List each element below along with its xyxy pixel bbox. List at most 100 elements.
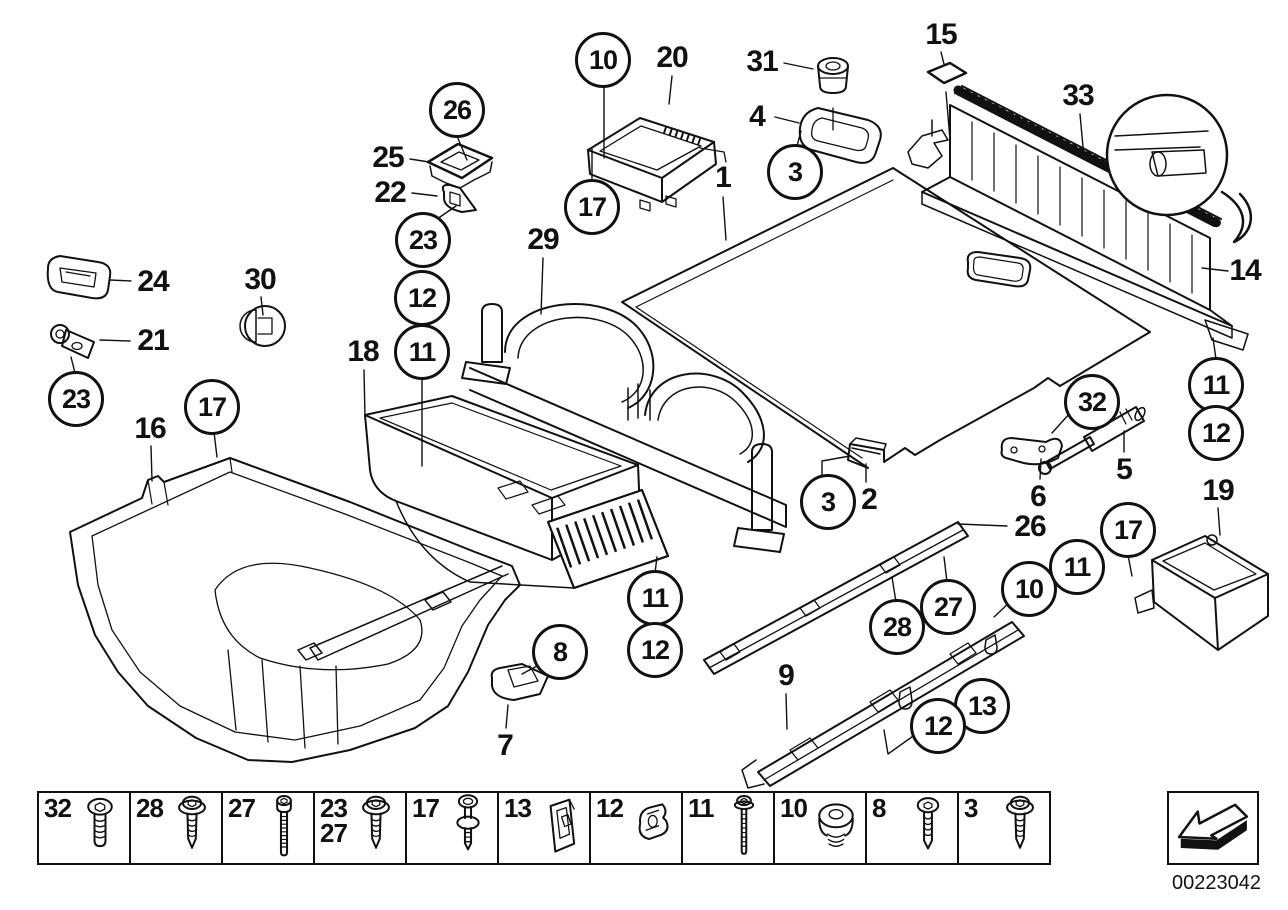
callout-circled-32[interactable]: 32 xyxy=(1064,374,1120,430)
grommet-plug-icon xyxy=(809,795,863,861)
torx-pan-screw-icon xyxy=(73,795,127,861)
part-19-tray-art xyxy=(1135,535,1268,650)
part-15-pad-art xyxy=(928,63,966,83)
legend-cell-label: 17 xyxy=(412,793,440,823)
callout-circled-23[interactable]: 23 xyxy=(395,212,451,268)
part-30-grommet-art xyxy=(240,306,285,346)
edge-clip-icon xyxy=(533,795,587,861)
magnifier-detail xyxy=(1107,95,1251,242)
callout-circled-17[interactable]: 17 xyxy=(184,379,240,435)
callout-circled-11[interactable]: 11 xyxy=(627,570,683,626)
legend-cell-32[interactable]: 32 xyxy=(37,791,131,865)
callout-circled-27[interactable]: 27 xyxy=(920,579,976,635)
legend-cell-label: 32 xyxy=(44,793,72,823)
legend-cell-13[interactable]: 13 xyxy=(497,791,591,865)
legend-cell-label: 27 xyxy=(228,793,256,823)
spring-nut-clip-icon xyxy=(625,795,679,861)
callout-22[interactable]: 22 xyxy=(374,176,406,209)
part-29-cupholder-art xyxy=(462,304,786,552)
part-20-tray-art xyxy=(588,118,726,211)
callout-circled-28[interactable]: 28 xyxy=(869,599,925,655)
callout-circled-26[interactable]: 26 xyxy=(429,82,485,138)
callout-1[interactable]: 1 xyxy=(715,161,732,194)
callout-30[interactable]: 30 xyxy=(244,263,276,296)
callout-circled-17[interactable]: 17 xyxy=(564,179,620,235)
callout-4[interactable]: 4 xyxy=(749,100,766,133)
doc-number: 00223042 xyxy=(1172,872,1261,894)
legend-cell-label: 11 xyxy=(688,793,714,823)
part-18-storage-tray-art xyxy=(365,396,668,588)
legend-cell-label: 8 xyxy=(872,793,887,823)
callout-circled-12[interactable]: 12 xyxy=(1188,405,1244,461)
legend-cell-10[interactable]: 10 xyxy=(773,791,867,865)
callout-15[interactable]: 15 xyxy=(925,18,957,51)
torx-screw-medium-icon xyxy=(901,795,955,861)
legend-cell-28[interactable]: 28 xyxy=(129,791,223,865)
callout-24[interactable]: 24 xyxy=(137,265,169,298)
legend-cell-label: 3 xyxy=(964,793,979,823)
callout-circled-12[interactable]: 12 xyxy=(910,698,966,754)
callout-circled-17[interactable]: 17 xyxy=(1100,502,1156,558)
callout-20[interactable]: 20 xyxy=(656,41,688,74)
callout-19[interactable]: 19 xyxy=(1202,474,1234,507)
callout-circled-11[interactable]: 11 xyxy=(1188,357,1244,413)
callout-16[interactable]: 16 xyxy=(134,412,166,445)
socket-head-bolt-icon xyxy=(257,795,311,861)
callout-circled-3[interactable]: 3 xyxy=(800,474,856,530)
callout-circled-13[interactable]: 13 xyxy=(954,678,1010,734)
callout-circled-8[interactable]: 8 xyxy=(532,624,588,680)
part-25-grommet-art xyxy=(428,144,492,188)
part-9-rail-art xyxy=(742,622,1024,788)
part-7-clip-art xyxy=(492,664,548,700)
legend-cell-12[interactable]: 12 xyxy=(589,791,683,865)
callout-circled-11[interactable]: 11 xyxy=(1049,539,1105,595)
washer-torx-screw-icon xyxy=(993,795,1047,861)
callout-circled-10[interactable]: 10 xyxy=(575,32,631,88)
callout-circled-3[interactable]: 3 xyxy=(767,144,823,200)
callout-circled-11[interactable]: 11 xyxy=(394,324,450,380)
callout-26[interactable]: 26 xyxy=(1014,510,1046,543)
callout-33[interactable]: 33 xyxy=(1062,79,1094,112)
washer-torx-screw-icon xyxy=(349,795,403,861)
leader-lines xyxy=(71,52,1228,754)
callout-25[interactable]: 25 xyxy=(372,141,404,174)
page-arrow-cell[interactable] xyxy=(1167,791,1259,865)
legend-cell-27[interactable]: 27 xyxy=(221,791,315,865)
callout-2[interactable]: 2 xyxy=(861,483,878,516)
callout-circled-10[interactable]: 10 xyxy=(1001,561,1057,617)
callout-9[interactable]: 9 xyxy=(778,659,795,692)
long-torx-screw-icon xyxy=(717,795,771,861)
callout-circled-12[interactable]: 12 xyxy=(627,622,683,678)
callout-21[interactable]: 21 xyxy=(137,324,169,357)
page-turn-arrow-icon xyxy=(1174,797,1252,860)
legend-cell-17[interactable]: 17 xyxy=(405,791,499,865)
callout-29[interactable]: 29 xyxy=(527,223,559,256)
callout-6[interactable]: 6 xyxy=(1030,480,1047,513)
part-16-floor-trim-art xyxy=(70,458,520,762)
legend-cell-8[interactable]: 8 xyxy=(865,791,959,865)
part-24-module-art xyxy=(48,256,111,298)
legend-cell-label: 28 xyxy=(136,793,164,823)
part-1-floor-mat-art xyxy=(622,168,1150,468)
callout-14[interactable]: 14 xyxy=(1229,254,1261,287)
legend-cell-label: 13 xyxy=(504,793,532,823)
callout-31[interactable]: 31 xyxy=(746,45,778,78)
legend-cell-11[interactable]: 11 xyxy=(681,791,775,865)
washer-torx-screw-icon xyxy=(165,795,219,861)
part-26-rail-art xyxy=(704,522,968,674)
callout-5[interactable]: 5 xyxy=(1116,453,1133,486)
callout-7[interactable]: 7 xyxy=(497,729,514,762)
callout-circled-12[interactable]: 12 xyxy=(394,270,450,326)
legend-cell-3[interactable]: 3 xyxy=(957,791,1051,865)
legend-cell-label: 12 xyxy=(596,793,624,823)
callout-circled-23[interactable]: 23 xyxy=(48,371,104,427)
callout-18[interactable]: 18 xyxy=(347,335,379,368)
part-22-clip-art xyxy=(443,185,476,212)
part-5-strut-art xyxy=(1002,406,1147,474)
